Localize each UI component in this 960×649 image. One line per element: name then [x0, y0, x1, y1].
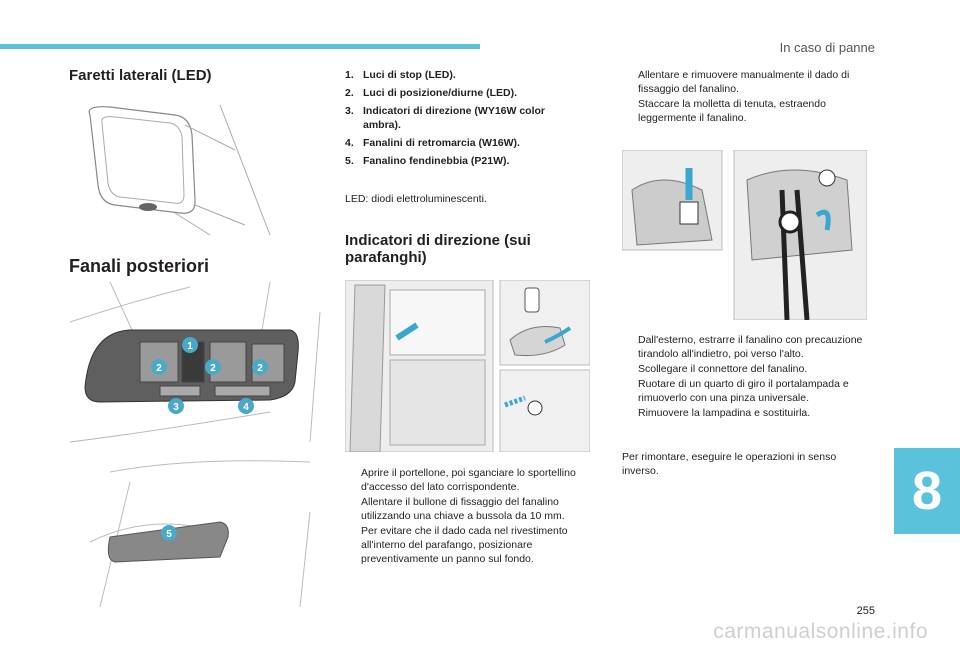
- steps-list-2: Allentare e rimuovere manualmente il dad…: [622, 68, 872, 126]
- led-note: LED: diodi elettroluminescenti.: [345, 193, 487, 205]
- watermark[interactable]: carmanualsonline.info: [713, 620, 928, 643]
- list-item: Staccare la molletta di tenuta, estraend…: [638, 98, 826, 124]
- list-item: Allentare e rimuovere manualmente il dad…: [638, 69, 850, 95]
- callout-2c: 2: [252, 359, 268, 375]
- svg-text:5: 5: [166, 529, 172, 540]
- rear-light-illustration: [70, 282, 330, 607]
- svg-text:2: 2: [210, 363, 216, 374]
- lamp-item: 5.Fanalino fendinebbia (P21W).: [345, 155, 510, 167]
- svg-text:2: 2: [257, 363, 263, 374]
- lamp-list: 1.Luci di stop (LED). 2.Luci di posizion…: [345, 68, 585, 172]
- trunk-access-illustration: [345, 280, 590, 452]
- lamp-item: 3.Indicatori di direzione (WY16W color a…: [345, 105, 546, 131]
- callout-2b: 2: [205, 359, 221, 375]
- steps-list-3: Dall'esterno, estrarre il fanalino con p…: [622, 333, 877, 421]
- list-item: Dall'esterno, estrarre il fanalino con p…: [638, 334, 863, 360]
- svg-text:4: 4: [243, 402, 249, 413]
- list-item: Rimuovere la lampadina e sostituirla.: [638, 407, 811, 419]
- list-item: Scollegare il connettore del fanalino.: [638, 363, 808, 375]
- heading-side-lights: Faretti laterali (LED): [69, 67, 212, 84]
- list-item: Allentare il bullone di fissaggio del fa…: [361, 496, 565, 522]
- list-item: Ruotare di un quarto di giro il portalam…: [638, 378, 849, 404]
- callout-4: 4: [238, 398, 254, 414]
- svg-text:1: 1: [187, 341, 193, 352]
- section-title: In caso di panne: [779, 40, 875, 55]
- svg-text:3: 3: [173, 402, 179, 413]
- heading-direction-indicators: Indicatori di direzione (sui parafanghi): [345, 232, 531, 266]
- header-bar: [0, 44, 480, 49]
- lamp-item: 4.Fanalini di retromarcia (W16W).: [345, 137, 520, 149]
- heading-rear-lights: Fanali posteriori: [69, 256, 210, 276]
- lamp-item: 1.Luci di stop (LED).: [345, 69, 456, 81]
- page-number: 255: [856, 605, 875, 617]
- mirror-illustration: [70, 95, 275, 245]
- list-item: Aprire il portellone, poi sganciare lo s…: [361, 467, 576, 493]
- wrench-illustration: [622, 150, 867, 320]
- lamp-item: 2.Luci di posizione/diurne (LED).: [345, 87, 517, 99]
- list-item: Per evitare che il dado cada nel rivesti…: [361, 525, 568, 565]
- svg-text:2: 2: [156, 363, 162, 374]
- closing-note: Per rimontare, eseguire le operazioni in…: [622, 451, 837, 477]
- callout-1: 1: [182, 337, 198, 353]
- callout-layer: 1 2 2 2 3 4 5: [151, 337, 268, 541]
- steps-list-1: Aprire il portellone, poi sganciare lo s…: [345, 466, 607, 567]
- chapter-tab[interactable]: 8: [894, 448, 960, 534]
- callout-5: 5: [161, 525, 177, 541]
- callout-3: 3: [168, 398, 184, 414]
- callout-2a: 2: [151, 359, 167, 375]
